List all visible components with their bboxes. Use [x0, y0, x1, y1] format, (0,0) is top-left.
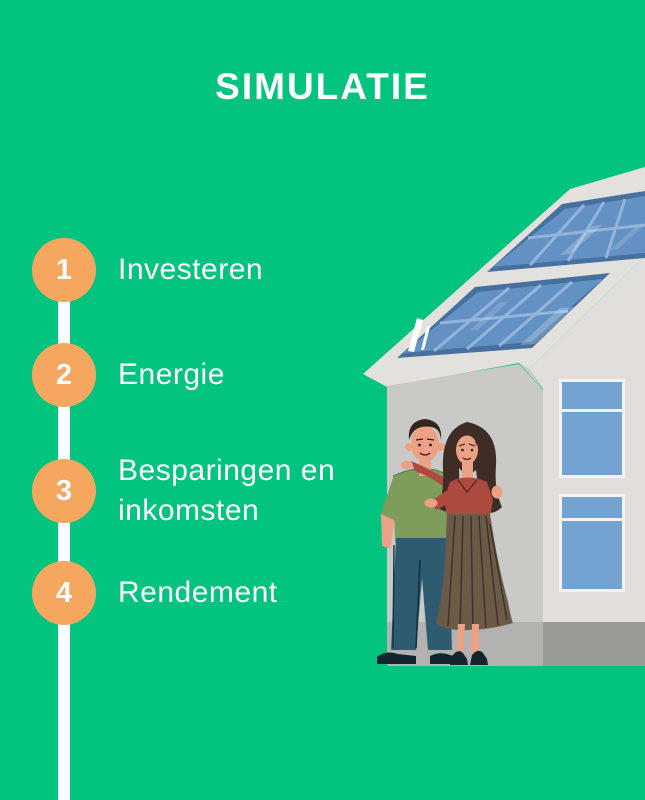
walkway-side	[543, 622, 645, 666]
couple	[377, 419, 513, 665]
woman-figure	[424, 422, 513, 665]
step-1-label: Investeren	[118, 253, 264, 286]
step-1-badge: 1	[32, 238, 96, 302]
step-4-label: Rendement	[118, 576, 278, 609]
step-item-3: 3 Besparingen en inkomsten	[32, 451, 358, 531]
step-2-badge: 2	[32, 343, 96, 407]
gable-wall	[387, 364, 543, 622]
page-title: SIMULATIE	[215, 66, 430, 107]
step-4-badge: 4	[32, 561, 96, 625]
eave-corner	[519, 363, 543, 390]
step-2-label: Energie	[118, 358, 225, 391]
house	[363, 167, 645, 666]
step-3-label: Besparingen en inkomsten	[118, 454, 336, 527]
roof	[363, 167, 645, 387]
man-figure	[377, 419, 462, 664]
step-3-badge: 3	[32, 459, 96, 523]
step-item-1: 1 Investeren	[32, 238, 263, 302]
side-wall	[529, 256, 645, 622]
walkway-front	[387, 622, 543, 666]
window-lower	[559, 494, 625, 592]
window-upper	[559, 379, 625, 478]
solar-panel-array-lower	[397, 273, 610, 358]
step-item-2: 2 Energie	[32, 343, 225, 407]
step-item-4: 4 Rendement	[32, 561, 278, 625]
panel-shine	[408, 318, 423, 352]
solar-panel-array-upper	[487, 191, 645, 272]
